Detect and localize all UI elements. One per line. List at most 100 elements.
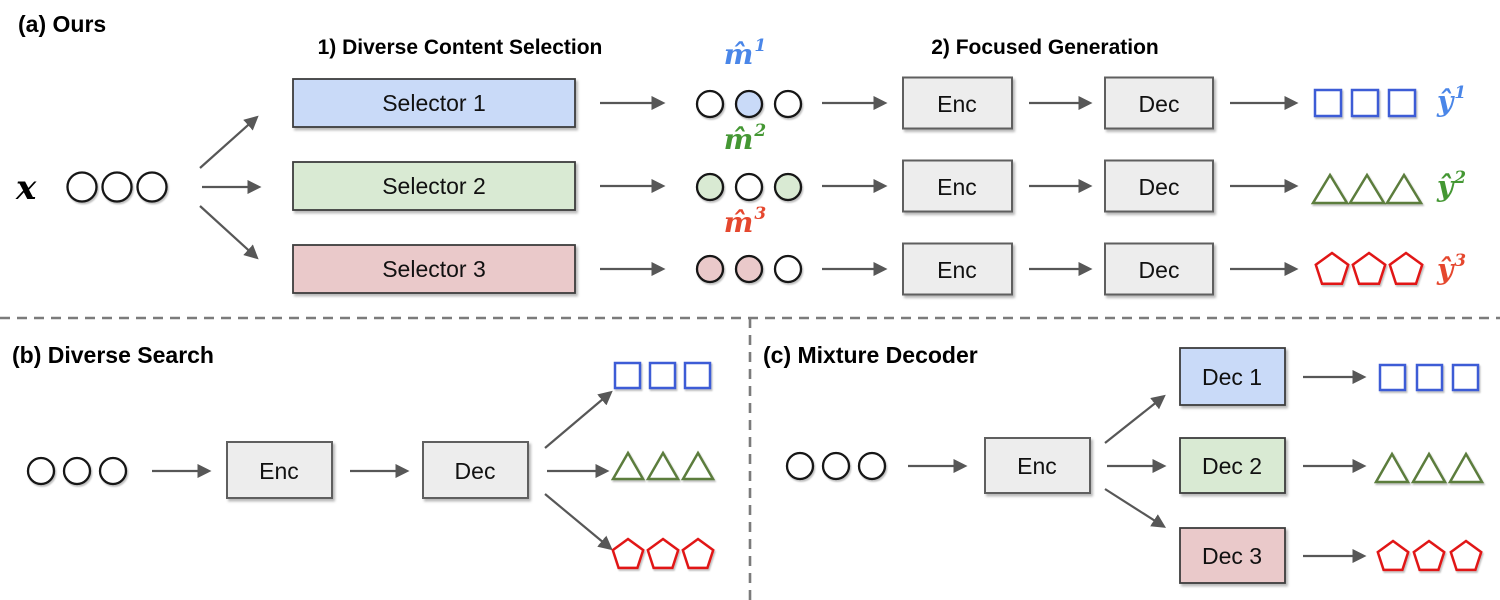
triangle-icon	[610, 450, 646, 481]
input-token-circle	[66, 171, 98, 203]
triangle-icon	[1373, 451, 1411, 484]
panel-b-input-tokens	[26, 456, 128, 486]
mask-token-circle	[695, 172, 725, 202]
mask-token-circle	[734, 254, 764, 284]
panel-c-title: (c) Mixture Decoder	[763, 342, 978, 368]
triangle-icon	[1447, 451, 1485, 484]
mask-label-1-base: m̂	[724, 38, 754, 71]
mask-label-3: m̂3	[724, 204, 767, 239]
pentagon-icon	[1376, 539, 1410, 572]
square-icon	[1387, 88, 1417, 118]
selector-1-box	[292, 78, 576, 128]
output-label-1-base: ŷ	[1436, 85, 1455, 118]
arrow-dec-to-pentagons	[544, 493, 613, 551]
square-icon	[1378, 363, 1407, 392]
dec-label-row2: Dec	[1139, 174, 1180, 200]
dec-3-box	[1179, 527, 1286, 584]
mask-label-3-base: m̂	[724, 206, 754, 239]
output-label-3-base: ŷ	[1436, 253, 1455, 286]
panel-c-triangles	[1373, 451, 1485, 484]
enc-label-row1: Enc	[937, 91, 977, 117]
panel-b-dec-box	[422, 441, 529, 499]
dec-label-row1: Dec	[1139, 91, 1180, 117]
output-triangles-row2	[1310, 172, 1424, 205]
mask-label-1-sup: 1	[754, 36, 766, 56]
triangle-icon	[1310, 172, 1350, 205]
dec-3-label: Dec 3	[1202, 543, 1262, 569]
arrow-enc-to-dec1	[1104, 394, 1166, 444]
mask-label-2: m̂2	[724, 121, 767, 156]
panel-b-triangles	[610, 450, 716, 481]
input-token-circle	[821, 451, 851, 481]
output-label-2: ŷ2	[1436, 168, 1466, 203]
dec-label-row3: Dec	[1139, 257, 1180, 283]
output-label-3: ŷ3	[1436, 251, 1466, 286]
panel-c-pentagons	[1376, 539, 1483, 572]
dec-2-box	[1179, 437, 1286, 494]
pentagon-icon	[681, 537, 715, 570]
step2-heading: 2) Focused Generation	[931, 36, 1159, 59]
pentagon-icon	[646, 537, 680, 570]
mask-token-circle	[773, 89, 803, 119]
arrow-input-to-selector-1	[199, 115, 259, 169]
output-squares-row1	[1313, 88, 1417, 118]
output-pentagons-row3	[1314, 251, 1424, 286]
pentagon-icon	[1388, 251, 1424, 286]
input-token-circle	[26, 456, 56, 486]
square-icon	[1350, 88, 1380, 118]
mask-label-2-sup: 2	[753, 121, 766, 141]
panel-c-squares	[1378, 363, 1480, 392]
pentagon-icon	[1314, 251, 1350, 286]
enc-box-row1	[902, 76, 1013, 130]
panel-c-enc-label: Enc	[1017, 453, 1057, 479]
enc-box-row3	[902, 242, 1013, 296]
square-icon	[613, 361, 642, 390]
enc-label-row3: Enc	[937, 257, 977, 283]
output-label-2-base: ŷ	[1436, 170, 1455, 203]
mask-token-circle	[734, 172, 764, 202]
panel-b-enc-box	[226, 441, 333, 499]
input-token-circle	[98, 456, 128, 486]
dec-box-row3	[1104, 242, 1214, 296]
input-token-circles	[66, 171, 168, 203]
enc-label-row2: Enc	[937, 174, 977, 200]
input-token-circle	[136, 171, 168, 203]
mask-label-3-sup: 3	[754, 204, 766, 224]
panel-b-pentagons	[611, 537, 715, 570]
arrow-enc-to-dec3	[1104, 488, 1167, 528]
panel-b-squares	[613, 361, 712, 390]
triangle-icon	[645, 450, 681, 481]
square-icon	[648, 361, 677, 390]
square-icon	[1451, 363, 1480, 392]
selector-3-label: Selector 3	[382, 256, 486, 282]
output-label-1: ŷ1	[1436, 83, 1466, 118]
square-icon	[1313, 88, 1343, 118]
input-token-circle	[785, 451, 815, 481]
selector-3-box	[292, 244, 576, 294]
arrow-input-to-selector-3	[199, 205, 259, 260]
enc-box-row2	[902, 159, 1013, 213]
arrow-dec-to-squares	[544, 390, 613, 449]
pentagon-icon	[611, 537, 645, 570]
triangle-icon	[1347, 172, 1387, 205]
selector-1-label: Selector 1	[382, 90, 486, 116]
mask-tokens-row1	[695, 89, 803, 119]
square-icon	[683, 361, 712, 390]
mask-label-1: m̂1	[724, 36, 766, 71]
panel-c-enc-box	[984, 437, 1091, 494]
input-token-circle	[62, 456, 92, 486]
panel-c-input-tokens	[785, 451, 887, 481]
square-icon	[1415, 363, 1444, 392]
selector-2-label: Selector 2	[382, 173, 486, 199]
output-label-2-sup: 2	[1453, 168, 1466, 188]
pentagon-icon	[1412, 539, 1446, 572]
mask-tokens-row2	[695, 172, 803, 202]
output-label-3-sup: 3	[1454, 251, 1466, 271]
input-x-label: x	[15, 168, 37, 208]
step1-heading: 1) Diverse Content Selection	[318, 36, 603, 59]
triangle-icon	[680, 450, 716, 481]
triangle-icon	[1410, 451, 1448, 484]
selector-2-box	[292, 161, 576, 211]
